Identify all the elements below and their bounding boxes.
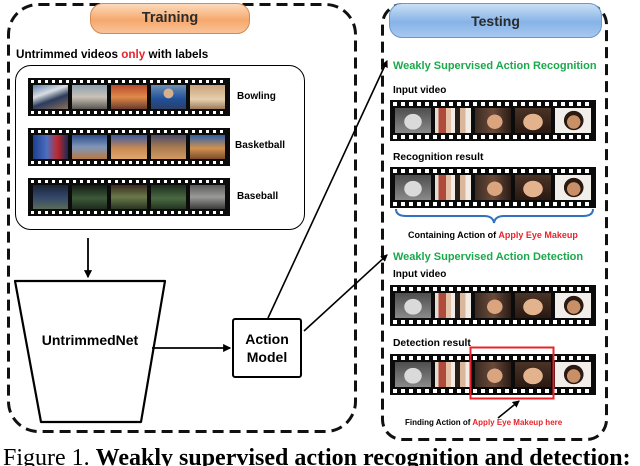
frame-row: [33, 85, 226, 109]
video-frame: [395, 175, 431, 200]
detection-input-label: Input video: [393, 269, 447, 280]
video-frame: [189, 135, 226, 159]
detection-note: Finding Action of Apply Eye Makeup here: [405, 419, 562, 427]
frame-row: [395, 362, 591, 387]
frame-row: [395, 293, 591, 318]
detection-note-prefix: Finding Action of: [405, 418, 473, 427]
frame-row: [395, 175, 591, 200]
video-frame: [555, 108, 591, 133]
video-frame: [33, 85, 69, 109]
video-frame: [150, 185, 186, 209]
video-label-baseball: Baseball: [237, 191, 279, 202]
videos-caption-prefix: Untrimmed videos: [16, 48, 122, 61]
video-frame: [33, 135, 69, 159]
detection-note-action: Apply Eye Makeup here: [472, 418, 563, 427]
film-strip-basketball: [28, 128, 230, 166]
recognition-result-label: Recognition result: [393, 152, 484, 163]
recognition-input-label: Input video: [393, 85, 447, 96]
video-frame: [475, 175, 511, 200]
video-frame: [555, 362, 591, 387]
film-strip-detection-result: [390, 354, 596, 395]
video-label-basketball: Basketball: [235, 140, 286, 151]
video-frame: [111, 135, 147, 159]
video-frame: [150, 135, 186, 159]
action-model-box: Action Model: [232, 318, 302, 378]
video-frame: [515, 175, 551, 200]
video-frame: [515, 362, 551, 387]
video-frame: [72, 85, 108, 109]
video-frame: [435, 293, 471, 318]
video-frame: [555, 175, 591, 200]
video-frame: [111, 85, 147, 109]
video-frame: [435, 175, 471, 200]
film-strip-bowling: [28, 78, 230, 116]
video-frame: [111, 185, 147, 209]
video-frame: [515, 108, 551, 133]
film-strip-detection-input: [390, 285, 596, 326]
video-frame: [189, 185, 226, 209]
video-frame: [515, 293, 551, 318]
video-frame: [555, 293, 591, 318]
action-model-line-2: Model: [246, 349, 288, 365]
video-frame: [435, 108, 471, 133]
detection-title: Weakly Supervised Action Detection: [393, 251, 584, 263]
video-frame: [475, 108, 511, 133]
recognition-note-action: Apply Eye Makeup: [498, 230, 578, 240]
videos-caption-suffix: with labels: [145, 48, 209, 61]
video-frame: [33, 185, 69, 209]
frame-row: [33, 135, 226, 159]
video-frame: [72, 135, 108, 159]
video-frame: [435, 362, 471, 387]
video-frame: [150, 85, 186, 109]
video-label-bowling: Bowling: [237, 91, 276, 102]
video-frame: [475, 362, 511, 387]
detection-result-label: Detection result: [393, 338, 471, 349]
action-model-line-1: Action: [245, 331, 289, 347]
recognition-title: Weakly Supervised Action Recognition: [393, 60, 597, 72]
video-frame: [189, 85, 226, 109]
figure-caption: Figure 1.Weakly supervised action recogn…: [3, 446, 640, 466]
video-frame: [72, 185, 108, 209]
recognition-note: Containing Action of Apply Eye Makeup: [408, 231, 578, 240]
video-frame: [475, 293, 511, 318]
untrimmednet-label: UntrimmedNet: [41, 332, 139, 348]
training-header: Training: [90, 3, 250, 34]
video-frame: [395, 108, 431, 133]
recognition-note-prefix: Containing Action of: [408, 230, 499, 240]
videos-caption-highlight: only: [121, 48, 146, 61]
frame-row: [395, 108, 591, 133]
film-strip-recognition-input: [390, 100, 596, 141]
figure-number: Figure 1.: [3, 446, 90, 466]
film-strip-baseball: [28, 178, 230, 216]
film-strip-recognition-result: [390, 167, 596, 208]
video-frame: [395, 293, 431, 318]
testing-header: Testing: [389, 3, 602, 38]
video-frame: [395, 362, 431, 387]
figure-caption-text: Weakly supervised action recognition and…: [95, 446, 631, 466]
training-videos-caption: Untrimmed videos only with labels: [16, 49, 208, 61]
frame-row: [33, 185, 226, 209]
